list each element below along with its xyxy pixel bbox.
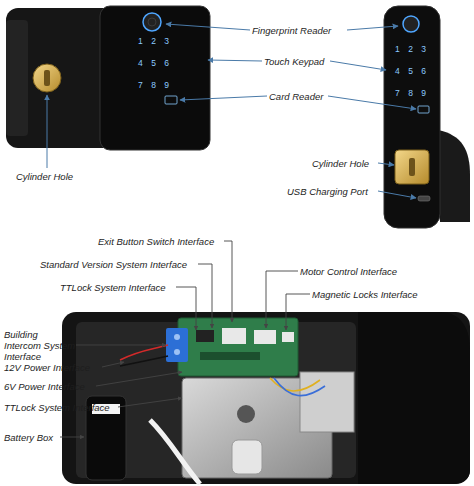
circuit-board [282, 332, 294, 342]
lock-case-open [62, 312, 470, 484]
leader-line [198, 264, 212, 328]
lock-body-front [6, 20, 28, 136]
lock-body-front [100, 6, 210, 150]
fingerprint-sensor [403, 16, 419, 32]
callout-label: 12V Power Interface [4, 362, 90, 373]
keypad-digits: 7 8 9 [120, 80, 190, 91]
lock-mechanism [300, 372, 354, 432]
leader-line [224, 241, 232, 322]
callout-label: 6V Power Interface [4, 381, 85, 392]
terminal-block [174, 334, 180, 340]
cylinder-front [44, 70, 50, 86]
leader-line [347, 26, 398, 30]
terminal-block [174, 349, 180, 355]
callout-label: Building Intercom System Interface [4, 329, 76, 362]
leader-line [266, 271, 298, 328]
lock-case-open [358, 312, 470, 484]
leader-line [286, 294, 310, 330]
leader-line [60, 437, 84, 438]
keypad-digits: 4 5 6 [386, 66, 438, 77]
circuit-board [200, 352, 260, 360]
callout-label: USB Charging Port [287, 186, 368, 197]
leader-line [378, 191, 416, 198]
fingerprint-sensor [403, 16, 419, 32]
card-reader-icon [418, 106, 429, 113]
callout-label: Motor Control Interface [300, 266, 397, 277]
lock-mechanism [232, 440, 262, 474]
callout-label: TTLock System Interface [4, 402, 110, 413]
callout-label: Card Reader [269, 91, 323, 102]
wires [274, 378, 325, 396]
leader-line [102, 362, 124, 367]
leader-line [47, 95, 48, 168]
lock-case-open [62, 312, 470, 484]
leader-line [76, 345, 166, 346]
usb-port [418, 196, 430, 201]
keypad-digits: 1 2 3 [386, 44, 438, 55]
lock-mechanism [237, 405, 255, 423]
terminal-block [166, 328, 188, 362]
callout-label: Cylinder Hole [312, 158, 369, 169]
wires [150, 420, 200, 484]
card-reader-icon [165, 96, 177, 104]
card-reader-icon [418, 106, 429, 113]
cylinder-front [33, 64, 61, 92]
circuit-board [196, 330, 214, 342]
lock-body-side [384, 6, 440, 228]
leader-line [330, 61, 386, 70]
fingerprint-sensor [143, 13, 161, 31]
callout-label: TTLock System Interface [60, 282, 166, 293]
lock-body-side [438, 130, 470, 222]
circuit-board [254, 330, 276, 344]
wires [120, 356, 168, 366]
cylinder-front [33, 64, 61, 92]
leader-line [96, 372, 182, 386]
fingerprint-sensor [148, 18, 156, 26]
keypad-digits: 7 8 9 [386, 88, 438, 99]
callout-label: Cylinder Hole [16, 171, 73, 182]
callout-label: Standard Version System Interface [40, 259, 187, 270]
leader-line [176, 287, 196, 330]
callout-label: Fingerprint Reader [252, 25, 331, 36]
terminal-block [166, 328, 188, 362]
cylinder-side [395, 150, 429, 184]
card-reader-icon [165, 96, 177, 104]
callout-label: Exit Button Switch Interface [98, 236, 214, 247]
usb-port [418, 196, 430, 201]
callout-label: Magnetic Locks Interface [312, 289, 418, 300]
wires [120, 345, 325, 484]
wires [270, 378, 320, 391]
callout-label: Touch Keypad [264, 56, 324, 67]
lock-mechanism [182, 372, 354, 478]
keypad-digits: 1 2 3 [120, 36, 190, 47]
leader-line [47, 24, 416, 198]
leader-line [118, 398, 182, 407]
leader-line [378, 163, 394, 165]
circuit-board [222, 328, 246, 344]
leader-line [208, 60, 262, 61]
cylinder-side [409, 158, 415, 176]
keypad-digits: 4 5 6 [120, 58, 190, 69]
cylinder-side [395, 150, 429, 184]
leader-line [166, 24, 250, 30]
callout-label: Battery Box [4, 432, 53, 443]
lock-body-front [6, 6, 210, 150]
fingerprint-sensor [143, 13, 161, 31]
leader-line [180, 96, 267, 100]
